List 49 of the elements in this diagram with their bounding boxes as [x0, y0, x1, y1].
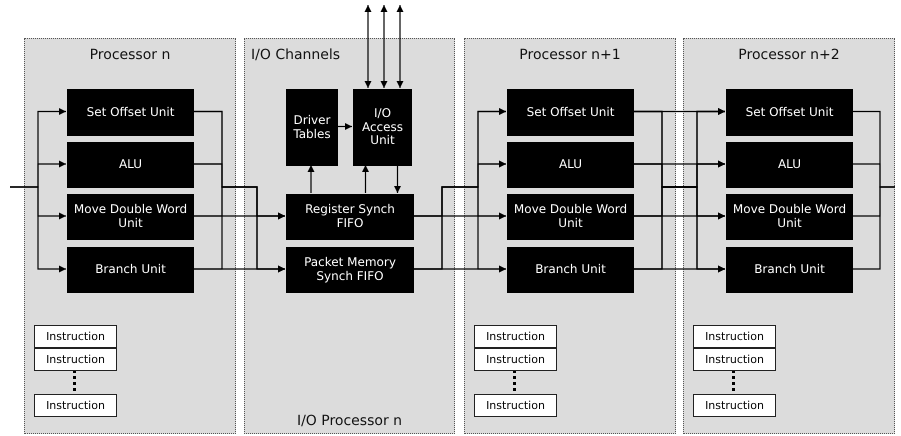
panel-title: Processor n+1	[518, 47, 622, 63]
functional-unit: Move Double Word Unit	[726, 194, 853, 240]
functional-unit: Branch Unit	[507, 247, 634, 293]
processor-panel	[24, 38, 236, 434]
ellipsis-line	[732, 370, 735, 393]
functional-unit: I/O Access Unit	[353, 89, 412, 166]
panel-title: Processor n	[88, 47, 172, 63]
functional-unit: Set Offset Unit	[507, 89, 634, 136]
functional-unit: Move Double Word Unit	[507, 194, 634, 240]
instruction-slot: Instruction	[34, 348, 117, 371]
arrow	[633, 266, 725, 272]
functional-unit: Register Synch FIFO	[286, 194, 414, 240]
functional-unit: Move Double Word Unit	[67, 194, 194, 240]
connector-line	[852, 186, 895, 270]
functional-unit: Packet Memory Synch FIFO	[286, 247, 414, 293]
arrow	[308, 165, 314, 193]
ellipsis-line	[513, 370, 516, 393]
io-panel	[244, 38, 455, 434]
instruction-slot: Instruction	[474, 394, 557, 417]
functional-unit: ALU	[67, 142, 194, 188]
functional-unit: Set Offset Unit	[726, 89, 853, 136]
instruction-slot: Instruction	[693, 348, 776, 371]
instruction-slot: Instruction	[34, 394, 117, 417]
functional-unit: Driver Tables	[286, 89, 338, 166]
panel-title: I/O Channels	[251, 47, 340, 63]
functional-unit: ALU	[726, 142, 853, 188]
instruction-slot: Instruction	[34, 325, 117, 348]
instruction-slot: Instruction	[693, 325, 776, 348]
arrow	[380, 5, 388, 88]
ellipsis-line	[73, 370, 76, 393]
processor-panel	[683, 38, 895, 434]
functional-unit: Branch Unit	[726, 247, 853, 293]
functional-unit: ALU	[507, 142, 634, 188]
arrow	[362, 165, 369, 193]
arrow	[337, 123, 352, 130]
arrow	[396, 5, 404, 88]
functional-unit: Set Offset Unit	[67, 89, 194, 136]
panel-title: Processor n+2	[737, 47, 841, 63]
processor-panel	[464, 38, 676, 434]
instruction-slot: Instruction	[474, 348, 557, 371]
panel-title: I/O Processor n	[296, 413, 404, 429]
arrow	[364, 5, 372, 88]
instruction-slot: Instruction	[474, 325, 557, 348]
arrow	[394, 165, 401, 193]
arrow	[193, 266, 285, 272]
functional-unit: Branch Unit	[67, 247, 194, 293]
instruction-slot: Instruction	[693, 394, 776, 417]
arrow	[413, 266, 506, 272]
arrow	[10, 186, 66, 272]
